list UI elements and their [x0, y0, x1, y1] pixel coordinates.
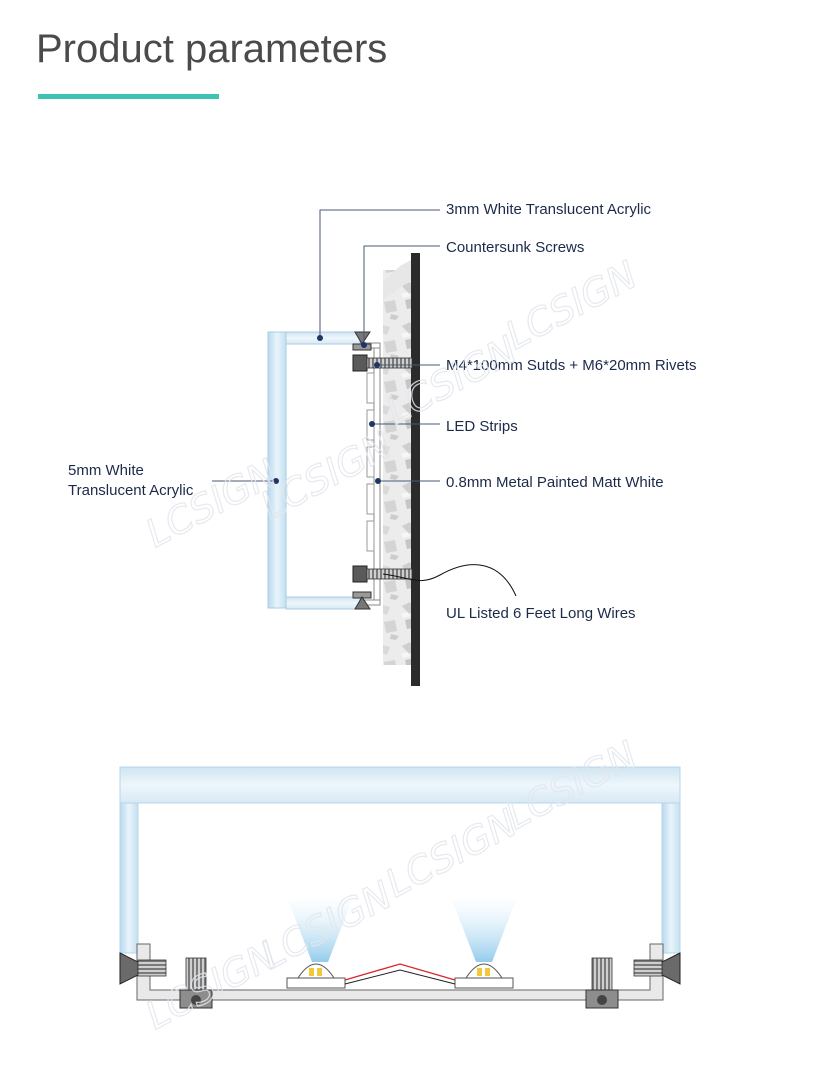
label-top-acrylic: 3mm White Translucent Acrylic — [446, 201, 652, 218]
led-wire-red — [344, 963, 456, 981]
label-metal-panel: 0.8mm Metal Painted Matt White — [446, 474, 664, 491]
page-title: Product parameters — [36, 27, 388, 71]
label-countersunk-screws: Countersunk Screws — [446, 239, 584, 256]
return-acrylic-bottom — [285, 596, 361, 610]
label-led-strips: LED Strips — [446, 418, 518, 435]
cross-screw-right — [633, 952, 681, 985]
cross-stud-right — [585, 957, 619, 1009]
cross-right-return — [661, 802, 681, 954]
face-acrylic-5mm — [267, 331, 287, 609]
leader-dots — [273, 335, 381, 484]
stud-bottom — [352, 565, 413, 583]
label-studs-rivets: M4*100mm Sutds + M6*20mm Rivets — [446, 357, 697, 374]
led-wire-black — [344, 969, 456, 985]
label-face-acrylic-line2: Translucent Acrylic — [68, 482, 194, 499]
light-beam-left — [288, 900, 352, 962]
label-wires: UL Listed 6 Feet Long Wires — [446, 605, 636, 622]
countersunk-screw-bottom — [352, 591, 372, 610]
cross-stud-left — [179, 957, 213, 1009]
light-beam-right — [452, 900, 516, 962]
cross-top-acrylic — [119, 766, 681, 804]
cross-led-left — [286, 963, 346, 989]
cross-screw-left — [119, 952, 167, 985]
leader-lines — [212, 209, 440, 482]
power-wire — [382, 564, 517, 597]
cross-left-return — [119, 802, 139, 954]
watermark-6: LCSIGN — [379, 801, 525, 906]
watermark-8: LCSIGN — [139, 933, 285, 1038]
title-accent-rule — [38, 94, 219, 99]
stud-top — [352, 354, 413, 372]
cross-section-diagram — [119, 766, 681, 1009]
side-section-diagram: 3mm White Translucent Acrylic Countersun… — [68, 201, 697, 686]
cross-led-right — [454, 963, 514, 989]
wall-edge — [411, 253, 420, 686]
watermark-1: LCSIGN — [499, 253, 645, 358]
stone-wall — [383, 270, 413, 665]
label-face-acrylic-line1: 5mm White — [68, 462, 144, 479]
